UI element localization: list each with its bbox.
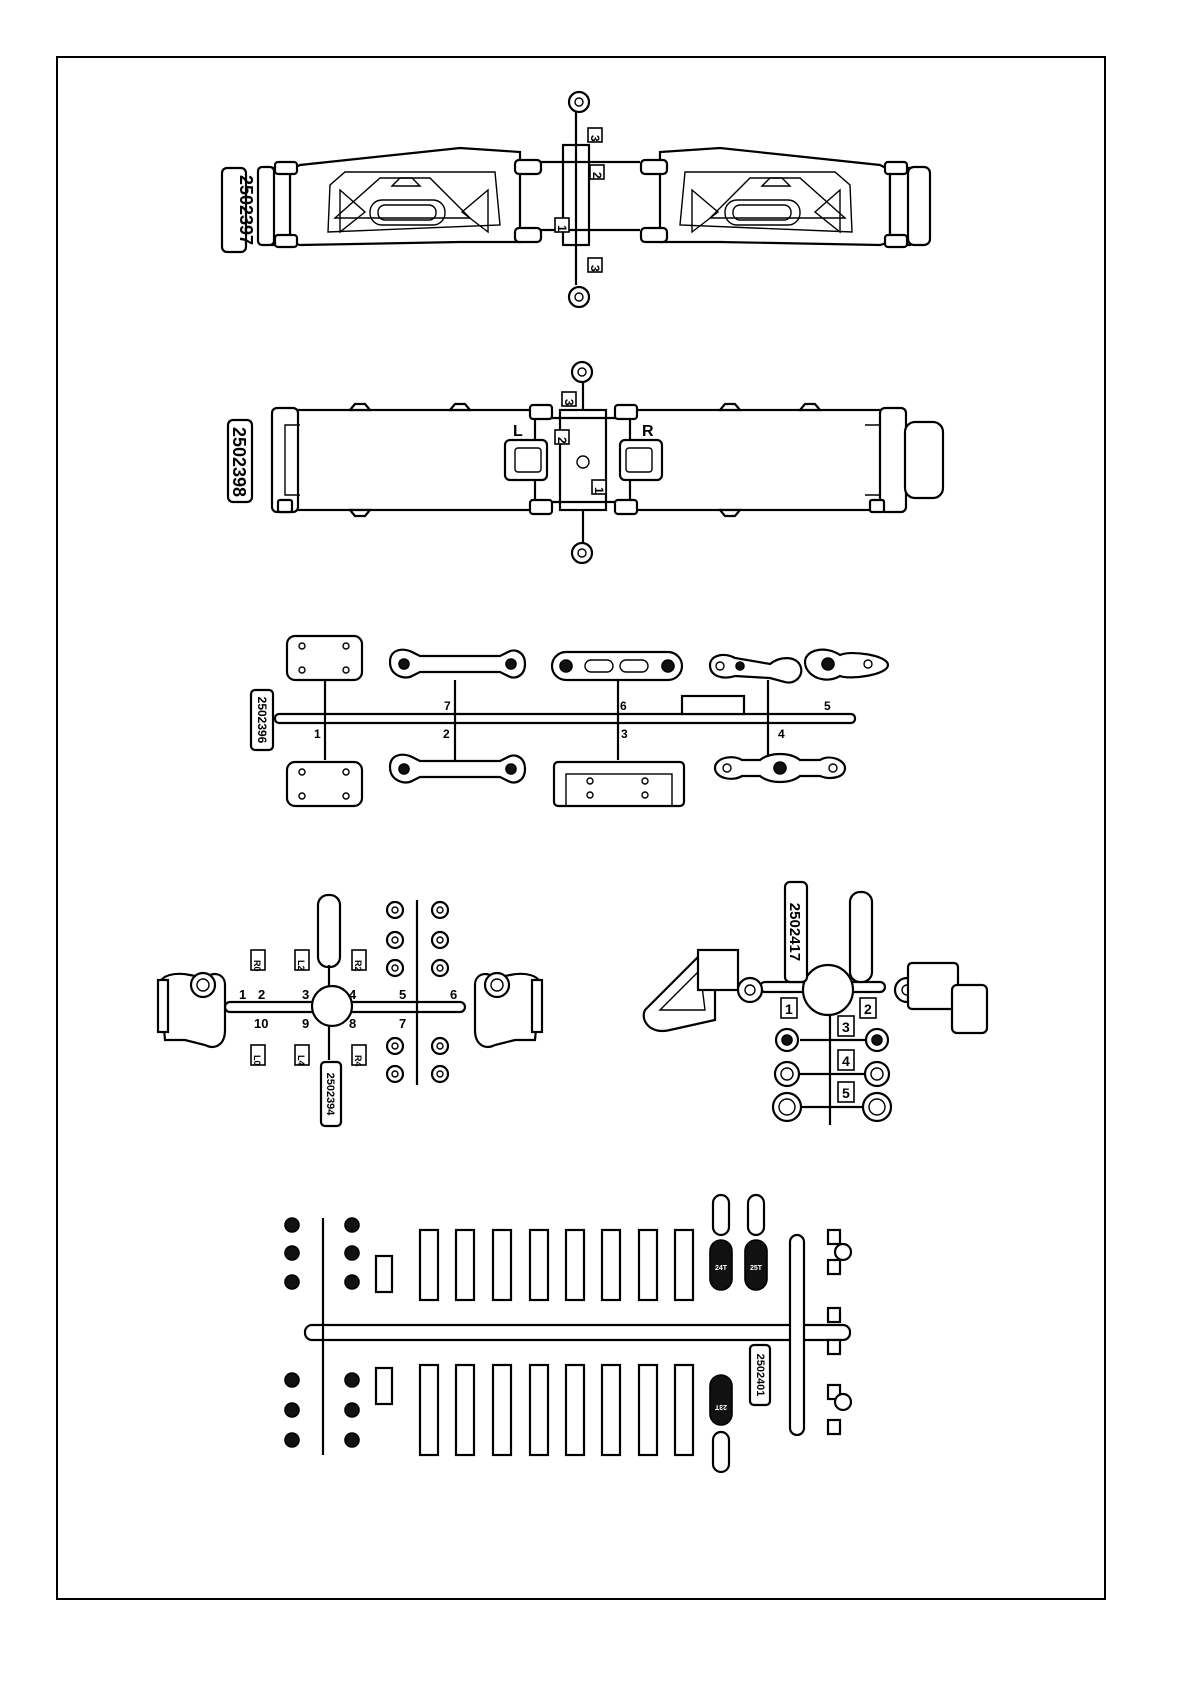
tree-code: 2502401 xyxy=(754,1354,766,1397)
parts-tree-2502398: 2502398 L R 3 2 1 xyxy=(228,362,943,563)
gate-label: 7 xyxy=(399,1016,406,1031)
gate-label: 5 xyxy=(842,1085,850,1101)
side-label: R xyxy=(642,423,654,440)
gate-label: 3 xyxy=(842,1019,850,1035)
gate-label: 8 xyxy=(349,1016,356,1031)
tag-label: 23T xyxy=(714,1403,727,1410)
tree-code: 2502417 xyxy=(786,903,803,961)
gate-label: 3 xyxy=(588,135,602,142)
gate-label: 1 xyxy=(314,727,321,741)
gate-label: 4 xyxy=(349,987,357,1002)
tree-code: 2502398 xyxy=(229,427,249,497)
gate-label: 2 xyxy=(443,727,450,741)
gate-label: 5 xyxy=(399,987,406,1002)
tag-label: R2 xyxy=(353,960,363,972)
gate-label: 3 xyxy=(302,987,309,1002)
parts-tree-2502396: 2502396 1 2 3 4 5 6 7 xyxy=(251,636,888,806)
gate-label: 10 xyxy=(254,1016,268,1031)
gate-label: 1 xyxy=(785,1001,793,1017)
gate-label: 7 xyxy=(444,699,451,713)
tag-label: L4 xyxy=(296,1055,306,1066)
tree-code: 2502396 xyxy=(255,697,269,744)
tag-label: R0 xyxy=(252,960,262,972)
parts-tree-2502401: 24T 25T 23T 2502401 xyxy=(285,1195,851,1472)
side-label: L xyxy=(513,423,523,440)
gate-label: 5 xyxy=(824,699,831,713)
gate-label: 6 xyxy=(450,987,457,1002)
gate-label: 3 xyxy=(621,727,628,741)
parts-tree-2502394: R0 L2 R2 L0 L4 R4 1 2 3 4 5 6 7 8 9 10 2… xyxy=(158,895,542,1126)
gate-label: 6 xyxy=(620,699,627,713)
gate-label: 1 xyxy=(555,225,569,232)
tag-label: L2 xyxy=(296,960,306,971)
gate-label: 4 xyxy=(778,727,785,741)
gate-label: 2 xyxy=(555,437,569,444)
gate-label: 2 xyxy=(590,172,604,179)
gate-label: 4 xyxy=(842,1053,850,1069)
tag-label: R4 xyxy=(353,1055,363,1067)
gate-label: 3 xyxy=(562,399,576,406)
gate-label: 2 xyxy=(864,1001,872,1017)
tag-label: L0 xyxy=(252,1055,262,1066)
gate-label: 2 xyxy=(258,987,265,1002)
gate-label: 9 xyxy=(302,1016,309,1031)
gate-label: 3 xyxy=(588,265,602,272)
tag-label: 24T xyxy=(715,1265,728,1272)
parts-tree-2502397: 2502397 3 2 1 3 xyxy=(222,92,930,307)
parts-tree-2502417: 2502417 1 2 3 4 5 xyxy=(644,882,987,1125)
tag-label: 25T xyxy=(750,1265,763,1272)
tree-code: 2502397 xyxy=(236,175,256,245)
gate-label: 1 xyxy=(592,487,606,494)
gate-label: 1 xyxy=(239,987,246,1002)
tree-code: 2502394 xyxy=(324,1073,336,1117)
